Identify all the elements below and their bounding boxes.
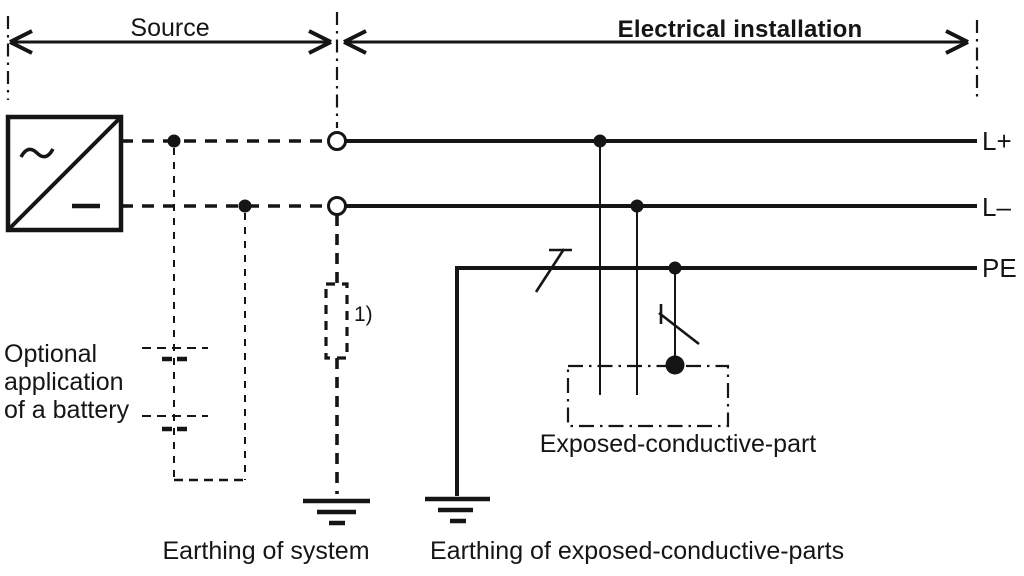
source-region-label: Source <box>130 14 209 42</box>
arrowhead-right-icon <box>308 29 332 55</box>
ac-tilde-icon <box>19 147 55 159</box>
terminal-circle-negative <box>327 196 347 216</box>
terminal-circle-positive <box>327 131 347 151</box>
earth-icon-system <box>303 498 370 526</box>
battery-note-line3: of a battery <box>4 396 130 424</box>
installation-region-marker: Electrical installation <box>343 16 969 55</box>
battery-note-line2: application <box>4 368 124 396</box>
battery-branch <box>142 148 246 482</box>
converter-diagonal <box>8 117 121 230</box>
exposed-earthing: Earthing of exposed-conductive-parts <box>425 496 844 565</box>
conductor-pe <box>455 266 977 496</box>
battery-note: Optional application of a battery <box>4 340 130 424</box>
system-earthing-branch: 1) Earthing of system <box>162 215 373 565</box>
junction-dot <box>238 199 252 213</box>
main-conductors <box>345 139 977 496</box>
installation-region-label: Electrical installation <box>618 16 863 43</box>
label-l-minus: L– <box>982 192 1011 222</box>
exposed-part-label: Exposed-conductive-part <box>540 430 817 458</box>
earthing-exposed-label: Earthing of exposed-conductive-parts <box>430 537 844 565</box>
source-region-marker: Source <box>9 14 332 55</box>
junction-dot <box>668 261 682 275</box>
optional-mark-pe-icon <box>534 248 572 293</box>
arrowhead-left-icon <box>343 29 367 55</box>
junction-dot <box>167 134 181 148</box>
impedance-icon <box>324 282 349 360</box>
junction-dot <box>593 134 607 148</box>
load-conductors <box>599 141 676 395</box>
earthing-system-label: Earthing of system <box>162 537 369 565</box>
label-pe: PE <box>982 253 1017 283</box>
boundary-lines <box>6 12 979 128</box>
arrowhead-right-icon <box>945 29 969 55</box>
arrowhead-left-icon <box>9 29 33 55</box>
source-wiring <box>121 139 328 208</box>
optional-mark-bond-icon <box>658 304 700 346</box>
battery-note-line1: Optional <box>4 340 97 368</box>
impedance-ref-label: 1) <box>354 303 373 326</box>
exposed-part-outline <box>566 364 730 428</box>
bonding-terminal-dot <box>665 355 685 375</box>
label-l-plus: L+ <box>982 126 1012 156</box>
junction-dot <box>630 199 644 213</box>
exposed-conductive-part: Exposed-conductive-part <box>540 364 817 458</box>
earth-icon-exposed <box>425 496 490 524</box>
acdc-converter-icon <box>5 114 124 233</box>
